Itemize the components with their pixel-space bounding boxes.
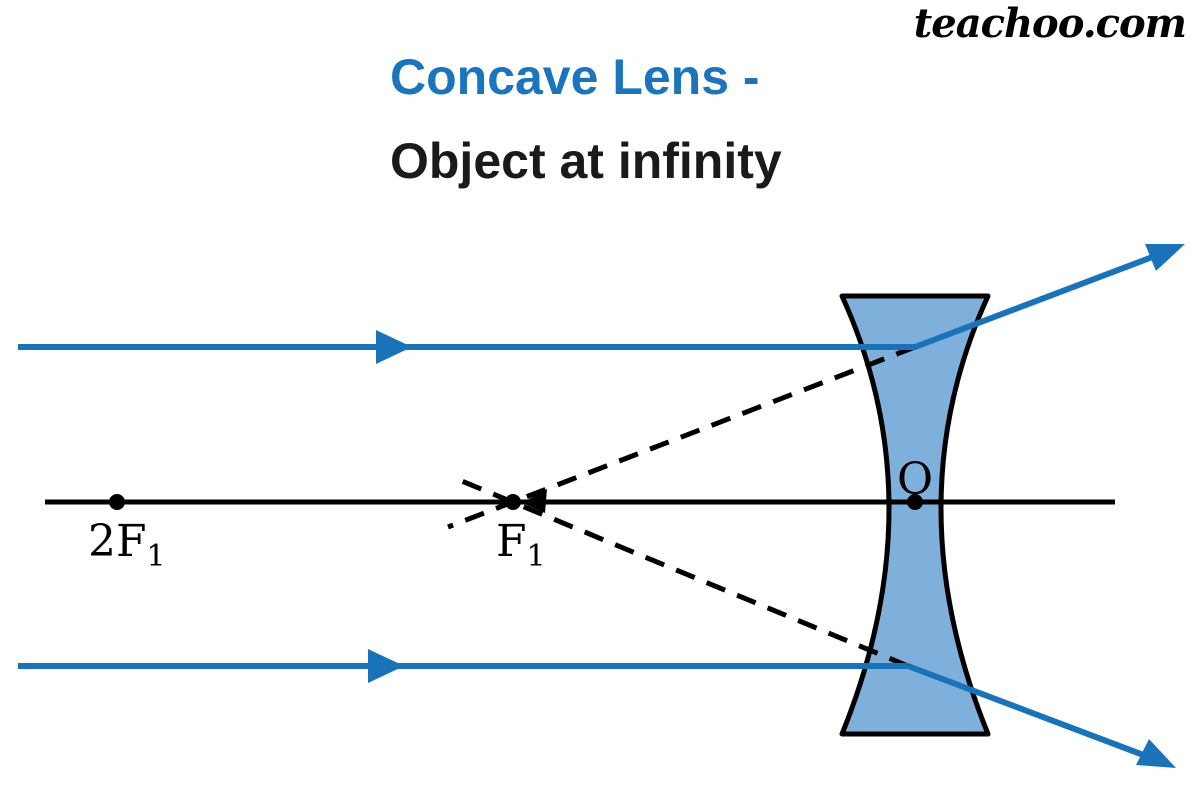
virtual-ray-extension-upper: [447, 344, 916, 530]
label-2f1: 2F1: [88, 516, 166, 574]
virtual-ray-extension-lower: [451, 474, 909, 669]
point-2f1-dot: [109, 494, 125, 510]
page-title: Concave Lens -: [390, 49, 760, 105]
incident-ray-bottom-arrowhead-icon: [368, 649, 404, 683]
label-f1: F1: [496, 516, 546, 574]
virtual-ray-arrowhead-icon: [522, 489, 547, 513]
point-f1-dot: [505, 494, 521, 510]
page-subtitle: Object at infinity: [390, 133, 782, 189]
refracted-ray-top: [913, 253, 1157, 350]
refracted-ray-top-arrowhead-icon: [1145, 244, 1185, 271]
label-optical-center: O: [897, 454, 933, 505]
concave-lens: [839, 293, 991, 737]
refracted-ray-bottom: [906, 663, 1148, 759]
point-optical-center-dot: [907, 494, 923, 510]
refracted-ray-bottom-arrowhead-icon: [1136, 739, 1176, 768]
incident-ray-top-arrowhead-icon: [376, 330, 412, 364]
teachoo-logo: teachoo.com: [913, 0, 1187, 47]
